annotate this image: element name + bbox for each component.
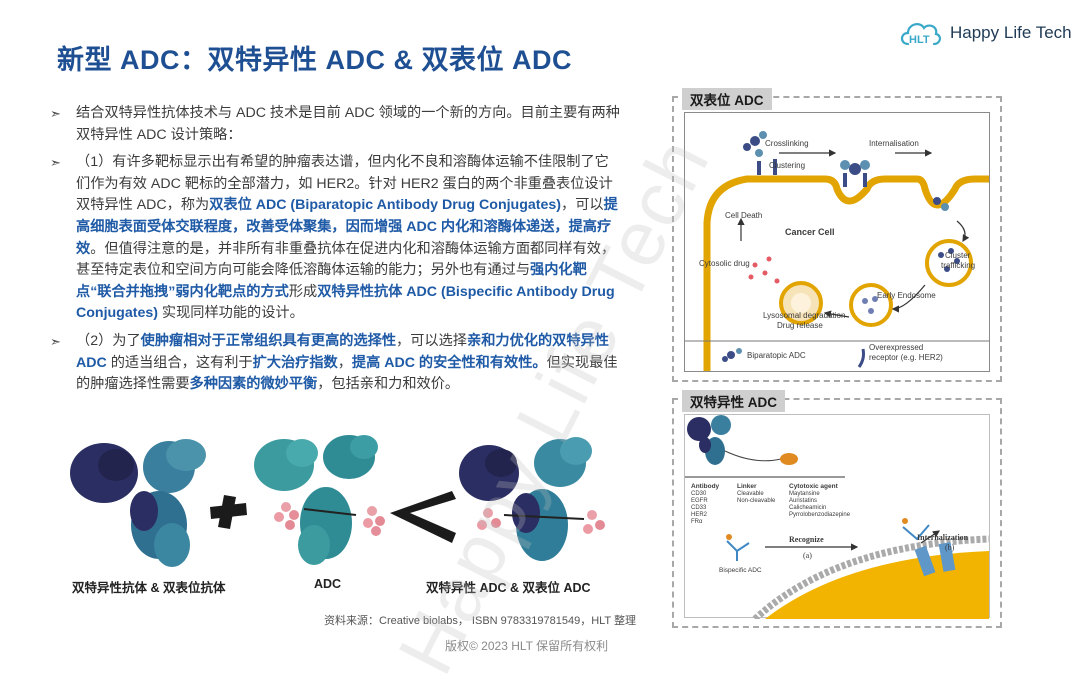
- panel-tab-biparatopic: 双表位 ADC: [682, 88, 772, 110]
- bispecific-antibody-icon: [70, 439, 206, 567]
- arrow-bullet-icon: ➣: [50, 106, 61, 121]
- highlight-benefit: 提高细胞表面受体交联程度，改善受体聚集，因而增强 ADC 内化和溶酶体递送，提高…: [76, 197, 618, 257]
- label-drug-release: Drug release: [777, 321, 823, 330]
- body-text: ➣ 结合双特异性抗体技术与 ADC 技术是目前 ADC 领域的一个新的方向。目前…: [50, 103, 620, 396]
- paragraph-3: ➣ （2）为了使肿瘤相对于正常组织具有更高的选择性，可以选择亲和力优化的双特异性…: [50, 332, 618, 393]
- label-linker-items: Cleavable Non-cleavable: [737, 491, 776, 504]
- paragraph-2: ➣ （1）有许多靶标显示出有希望的肿瘤表达谱，但内化不良和溶酶体运输不佳限制了它…: [50, 154, 618, 322]
- highlight-drag: 强内化靶点“联合并拖拽”弱内化靶点的方式: [76, 262, 587, 300]
- label-bispecific-adc-small: Bispecific ADC: [719, 567, 762, 574]
- label-cytosolic-drug: Cytosolic drug: [699, 259, 750, 268]
- label-adc: ADC: [314, 577, 342, 591]
- legend-adc-icon: [722, 348, 742, 362]
- label-recognize: Recognize: [789, 535, 824, 544]
- adc-molecule-icon: [254, 435, 385, 565]
- label-trafficking: trafficking: [941, 261, 976, 270]
- highlight-biparatopic: 双表位 ADC (Biparatopic Antibody Drug Conju…: [209, 197, 562, 214]
- arrow-bullet-icon: ➣: [50, 333, 61, 349]
- label-crosslinking: Crosslinking: [765, 139, 809, 148]
- arrow-bullet-icon: ➣: [50, 155, 61, 171]
- label-lysosomal: Lysosomal degradation: [763, 311, 846, 320]
- label-antibody-items: CD30 EGFR CD33 HER2 FRα: [691, 491, 708, 525]
- label-bispecific-adc: 双特异性 ADC & 双表位 ADC: [426, 581, 591, 595]
- plus-operator-icon: [210, 495, 247, 529]
- label-early-endosome: Early Endosome: [877, 291, 936, 300]
- biparatopic-adc-panel: 双表位 ADC: [672, 88, 1002, 382]
- legend-overexpressed: Overexpressed: [869, 343, 924, 352]
- antibody-illustrations: [70, 435, 605, 567]
- label-agent-title: Cytotoxic agent: [789, 483, 838, 490]
- panel-tab-bispecific: 双特异性 ADC: [682, 390, 785, 412]
- source-note: 资料来源：Creative biolabs， ISBN 978331978154…: [324, 615, 637, 627]
- internalisation-pathway-diagram: [685, 131, 989, 371]
- label-linker-title: Linker: [737, 483, 757, 490]
- biparatopic-diagram: Crosslinking Clustering Internalisation …: [684, 112, 990, 372]
- bispecific-adc-icon: [459, 437, 605, 561]
- label-internalisation: Internalisation: [869, 139, 919, 148]
- label-a: (a): [803, 551, 812, 560]
- bispecific-mechanism-diagram: [685, 415, 989, 619]
- highlight-bispecific: 双特异性抗体 ADC (Bispecific Antibody Drug Con…: [76, 283, 615, 322]
- label-bispecific-antibody: 双特异性抗体 & 双表位抗体: [72, 581, 226, 595]
- label-internalization: Internalization: [917, 533, 969, 542]
- brand-name: Happy Life Tech: [950, 23, 1072, 42]
- bispecific-antibody-small-icon: [687, 415, 731, 465]
- logo-letters: HLT: [909, 34, 930, 46]
- legend-biparatopic-adc: Biparatopic ADC: [747, 351, 806, 360]
- copyright-footer: 版权© 2023 HLT 保留所有权利: [445, 639, 609, 653]
- cloud-logo-icon: HLT: [900, 23, 941, 46]
- legend-receptor-icon: [857, 348, 865, 368]
- brand-logo: HLT Happy Life Tech: [898, 18, 1072, 48]
- label-cell-death: Cell Death: [725, 211, 763, 220]
- label-b: (b): [945, 543, 955, 552]
- label-cluster: Cluster: [945, 251, 971, 260]
- label-cancer-cell: Cancer Cell: [785, 227, 835, 237]
- paragraph-1: ➣ 结合双特异性抗体技术与 ADC 技术是目前 ADC 领域的一个新的方向。目前…: [50, 105, 620, 143]
- bispecific-adc-panel: 双特异性 ADC: [672, 390, 1002, 628]
- bispecific-diagram: Antibody CD30 EGFR CD33 HER2 FRα Linker …: [684, 414, 990, 619]
- less-than-operator-icon: [390, 491, 456, 543]
- antibody-comparison-figure: 双特异性抗体 & 双表位抗体 ADC 双特异性 ADC & 双表位 ADC: [64, 425, 622, 595]
- page-title: 新型 ADC：双特异性 ADC & 双表位 ADC: [57, 45, 572, 75]
- label-clustering: Clustering: [769, 161, 806, 170]
- legend-receptor: receptor (e.g. HER2): [869, 353, 943, 362]
- label-agent-items: Maytansine Auristatins Calicheamicin Pyr…: [789, 491, 851, 518]
- label-antibody-title: Antibody: [691, 483, 720, 490]
